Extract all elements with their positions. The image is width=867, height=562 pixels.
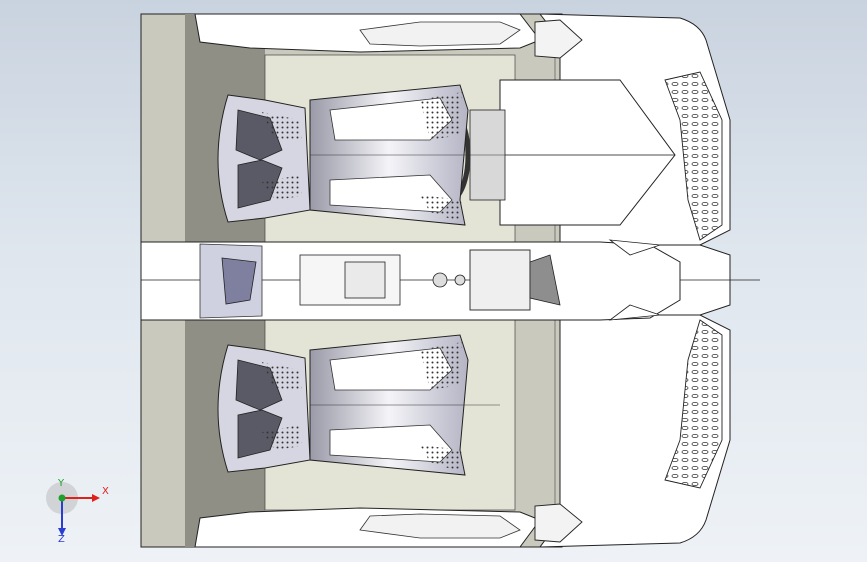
front-vent-lower	[664, 319, 723, 489]
hub-mount-top	[534, 19, 583, 59]
cowl-panel	[499, 79, 676, 226]
hub-mount-bottom	[534, 503, 583, 543]
front-vent-upper	[664, 71, 723, 241]
x-axis-label: X	[102, 486, 109, 497]
z-axis-label: Z	[58, 534, 65, 545]
y-axis-label: Y	[58, 478, 65, 489]
coordinate-triad-icon: X Y Z	[44, 478, 124, 548]
shifter-panel	[469, 249, 531, 311]
